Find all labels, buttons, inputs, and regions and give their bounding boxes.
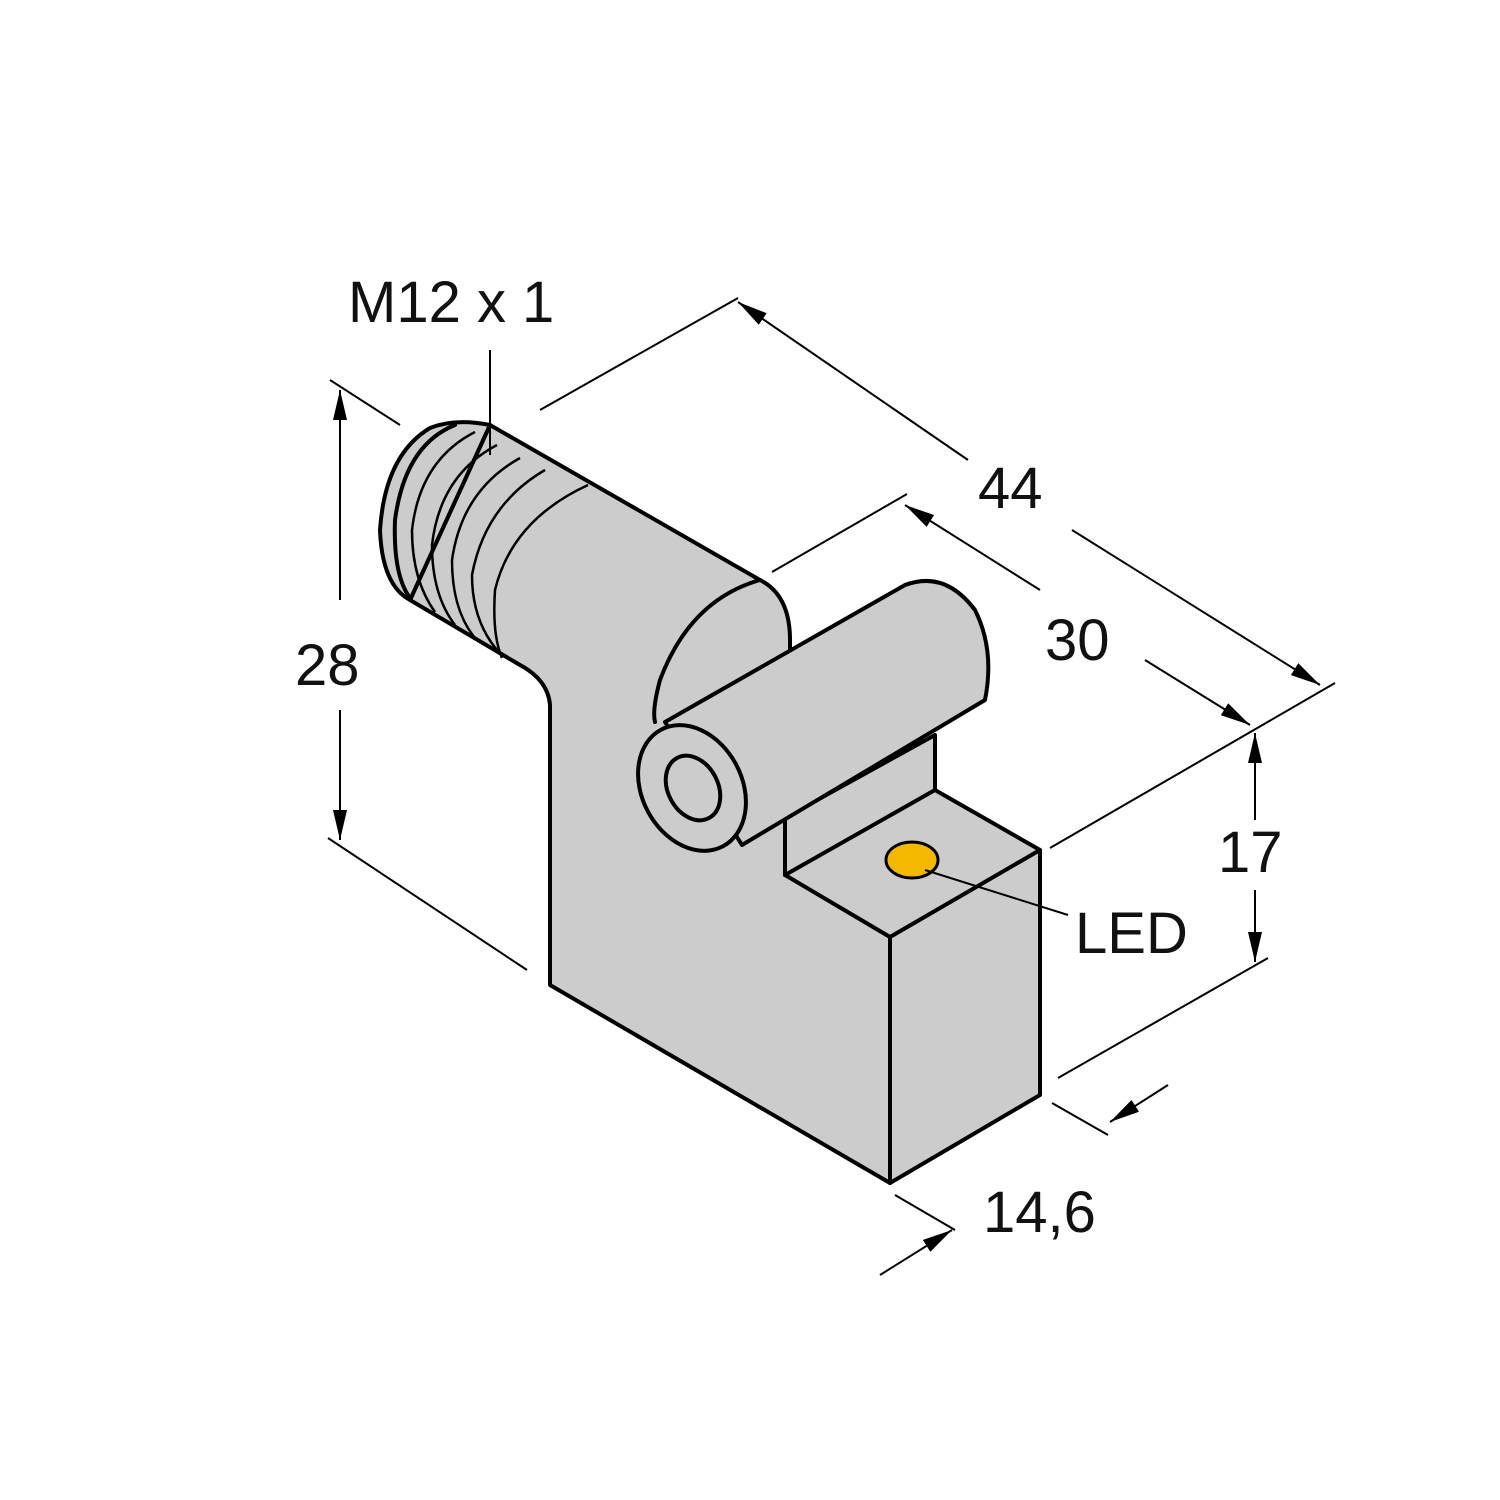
dim-28-label: 28 [295,633,360,698]
dimension-lines [327,297,1336,1276]
m12-connector [378,420,589,659]
thread-label: M12 x 1 [348,270,554,335]
led-indicator [884,840,940,880]
led-leader-line [924,869,1069,916]
dim-17-label: 17 [1218,820,1283,885]
led-label: LED [1075,901,1188,966]
dim-14-6-label: 14,6 [983,1180,1096,1245]
dim-44-label: 44 [978,456,1043,521]
mounting-tube [636,578,991,853]
dim-30-label: 30 [1045,608,1110,673]
